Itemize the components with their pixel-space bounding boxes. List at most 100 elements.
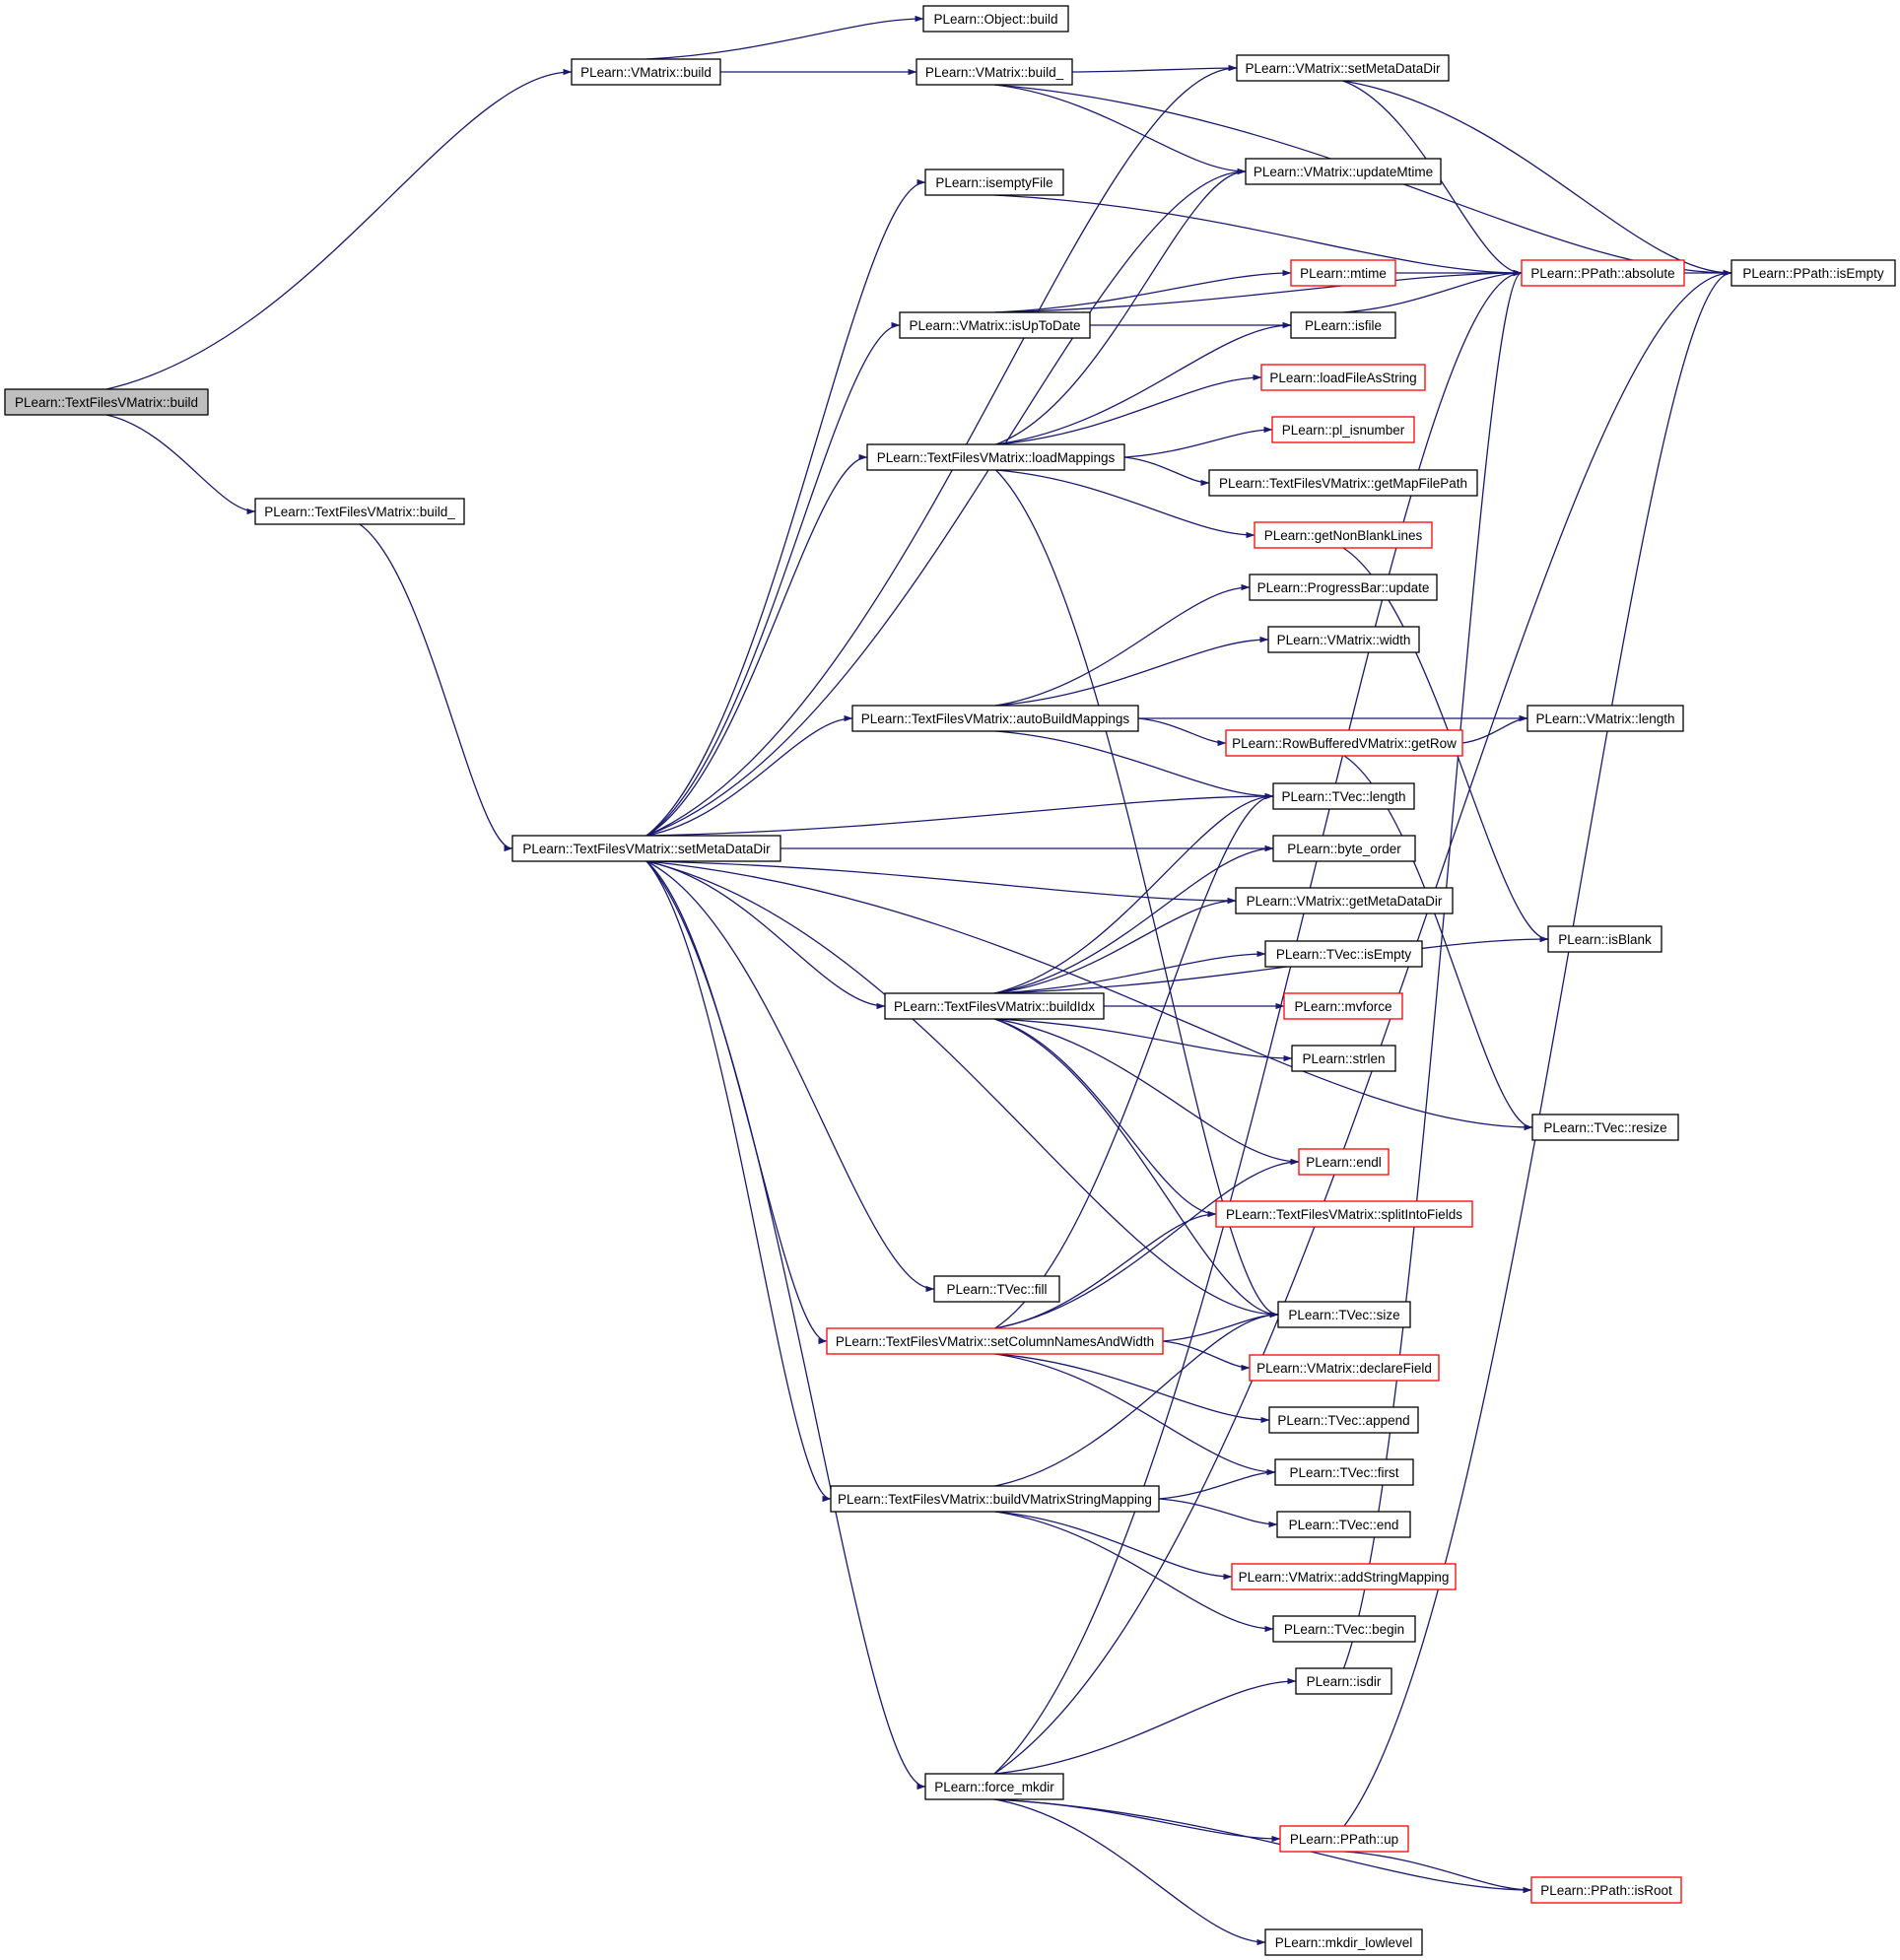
node-label: PLearn::TVec::append (1277, 1413, 1409, 1428)
edge-vm_setmeta-to-absolute (1342, 80, 1523, 277)
node-isfile[interactable]: PLearn::isfile (1290, 311, 1396, 339)
edge-tfsetmeta-to-tveclength (645, 792, 1274, 837)
node-forcemkdir[interactable]: PLearn::force_mkdir (924, 1773, 1064, 1800)
node-autobuild[interactable]: PLearn::TextFilesVMatrix::autoBuildMappi… (851, 705, 1139, 732)
node-getrow[interactable]: PLearn::RowBufferedVMatrix::getRow (1225, 729, 1463, 757)
edge-buildvmsm-to-tvecfirst (1158, 1468, 1276, 1500)
node-box (1264, 1928, 1423, 1956)
node-label: PLearn::isfile (1305, 318, 1382, 333)
edge-loadmappings-to-loadfileasstring (995, 373, 1262, 445)
node-strlen[interactable]: PLearn::strlen (1291, 1045, 1396, 1072)
edge-setcolnames-to-split (994, 1210, 1217, 1329)
edge-loadmappings-to-getnonblanklines (995, 469, 1255, 539)
edge-loadmappings-to-updatemtime (995, 168, 1247, 445)
node-getmetadatadir[interactable]: PLearn::VMatrix::getMetaDataDir (1235, 887, 1454, 914)
edge-tfsetmeta-to-tvecfill (645, 860, 935, 1293)
node-loadfileasstring[interactable]: PLearn::loadFileAsString (1260, 364, 1426, 391)
node-setcolnames[interactable]: PLearn::TextFilesVMatrix::setColumnNames… (826, 1327, 1164, 1355)
node-isuptodate[interactable]: PLearn::VMatrix::isUpToDate (899, 311, 1091, 339)
node-addstringmapping[interactable]: PLearn::VMatrix::addStringMapping (1231, 1563, 1457, 1590)
edge-tfsetmeta-to-isemptyfile (645, 178, 926, 837)
node-label: PLearn::VMatrix::declareField (1256, 1361, 1432, 1376)
node-tvecend[interactable]: PLearn::TVec::end (1276, 1511, 1411, 1538)
node-root[interactable]: PLearn::TextFilesVMatrix::build (4, 388, 209, 416)
node-label: PLearn::isBlank (1558, 932, 1652, 947)
node-pl_isnumber[interactable]: PLearn::pl_isnumber (1271, 416, 1415, 443)
node-box (1290, 259, 1396, 287)
node-declarefield[interactable]: PLearn::VMatrix::declareField (1249, 1354, 1440, 1382)
node-ppathup[interactable]: PLearn::PPath::up (1279, 1825, 1409, 1853)
node-box (1208, 469, 1478, 497)
node-buildvmsm[interactable]: PLearn::TextFilesVMatrix::buildVMatrixSt… (830, 1485, 1160, 1513)
edge-setcolnames-to-tvecfirst (994, 1353, 1276, 1476)
edge-tfsetmeta-to-loadmappings (645, 453, 868, 837)
nodes-layer: PLearn::TextFilesVMatrix::buildPLearn::V… (4, 5, 1896, 1956)
node-label: PLearn::TVec::resize (1543, 1120, 1666, 1135)
node-tveclength[interactable]: PLearn::TVec::length (1272, 782, 1415, 810)
node-progressupdate[interactable]: PLearn::ProgressBar::update (1249, 574, 1438, 601)
node-tvecisempty[interactable]: PLearn::TVec::isEmpty (1264, 940, 1423, 968)
node-label: PLearn::strlen (1302, 1051, 1385, 1066)
edge-buildvmsm-to-addstringmapping (994, 1511, 1233, 1581)
node-updatemtime[interactable]: PLearn::VMatrix::updateMtime (1245, 158, 1442, 185)
node-tvecfirst[interactable]: PLearn::TVec::first (1274, 1458, 1414, 1486)
edge-buildidx-to-split (993, 1018, 1217, 1218)
edge-vmbuild-to-objbuild (645, 15, 924, 60)
node-box (1215, 1200, 1473, 1228)
node-box (1276, 1511, 1411, 1538)
node-objbuild[interactable]: PLearn::Object::build (922, 5, 1069, 33)
node-box (1527, 705, 1684, 732)
edge-buildidx-to-getmetadatadir (993, 897, 1237, 994)
edge-loadmappings-to-tvecsize (995, 469, 1279, 1318)
node-getmapfilepath[interactable]: PLearn::TextFilesVMatrix::getMapFilePath (1208, 469, 1478, 497)
node-split[interactable]: PLearn::TextFilesVMatrix::splitIntoField… (1215, 1200, 1473, 1228)
node-vmbuild_[interactable]: PLearn::VMatrix::build_ (916, 58, 1073, 86)
edge-loadmappings-to-getmapfilepath (1123, 456, 1210, 487)
node-loadmappings[interactable]: PLearn::TextFilesVMatrix::loadMappings (866, 443, 1125, 471)
node-label: PLearn::Object::build (933, 12, 1057, 27)
node-label: PLearn::mvforce (1294, 999, 1391, 1014)
node-box (254, 498, 465, 525)
node-label: PLearn::ProgressBar::update (1257, 580, 1430, 595)
node-isemptyfile[interactable]: PLearn::isemptyFile (924, 169, 1064, 196)
node-isblank[interactable]: PLearn::isBlank (1547, 925, 1662, 953)
node-box (830, 1485, 1160, 1513)
node-mkdirlowlevel[interactable]: PLearn::mkdir_lowlevel (1264, 1928, 1423, 1956)
node-label: PLearn::mkdir_lowlevel (1275, 1935, 1413, 1950)
edge-loadmappings-to-pl_isnumber (1123, 426, 1273, 458)
node-tvecbegin[interactable]: PLearn::TVec::begin (1272, 1615, 1416, 1643)
node-label: PLearn::isemptyFile (935, 175, 1052, 190)
node-tvecsize[interactable]: PLearn::TVec::size (1277, 1301, 1411, 1328)
node-vmbuild[interactable]: PLearn::VMatrix::build (571, 58, 721, 86)
node-ppathisroot[interactable]: PLearn::PPath::isRoot (1530, 1876, 1682, 1904)
node-box (1279, 1825, 1409, 1853)
node-tfbuild_[interactable]: PLearn::TextFilesVMatrix::build_ (254, 498, 465, 525)
node-tfsetmeta[interactable]: PLearn::TextFilesVMatrix::setMetaDataDir (511, 835, 781, 862)
node-mtime[interactable]: PLearn::mtime (1290, 259, 1396, 287)
edge-ppathup-to-ppath_isempty (1343, 269, 1732, 1827)
node-byteorder[interactable]: PLearn::byte_order (1272, 835, 1416, 862)
node-vmlength[interactable]: PLearn::VMatrix::length (1527, 705, 1684, 732)
node-tvecappend[interactable]: PLearn::TVec::append (1268, 1406, 1419, 1434)
node-box (1249, 574, 1438, 601)
node-box (1272, 835, 1416, 862)
node-ppath_isempty[interactable]: PLearn::PPath::isEmpty (1730, 259, 1896, 287)
node-vmwidth[interactable]: PLearn::VMatrix::width (1267, 626, 1420, 653)
edge-isuptodate-to-absolute (994, 269, 1523, 313)
node-tvecfill[interactable]: PLearn::TVec::fill (933, 1275, 1060, 1303)
node-absolute[interactable]: PLearn::PPath::absolute (1521, 259, 1685, 287)
node-endl[interactable]: PLearn::endl (1298, 1148, 1390, 1176)
node-tvecresize[interactable]: PLearn::TVec::resize (1531, 1114, 1679, 1141)
node-getnonblanklines[interactable]: PLearn::getNonBlankLines (1254, 521, 1433, 549)
node-mvforce[interactable]: PLearn::mvforce (1283, 992, 1403, 1020)
node-label: PLearn::TextFilesVMatrix::autoBuildMappi… (861, 711, 1130, 726)
node-buildidx[interactable]: PLearn::TextFilesVMatrix::buildIdx (884, 992, 1105, 1020)
node-vm_setmeta[interactable]: PLearn::VMatrix::setMetaDataDir (1236, 54, 1450, 82)
edge-getrow-to-vmlength (1461, 714, 1528, 744)
node-label: PLearn::VMatrix::length (1535, 711, 1674, 726)
node-isdir[interactable]: PLearn::isdir (1295, 1667, 1392, 1695)
node-label: PLearn::TVec::isEmpty (1276, 947, 1412, 962)
edge-setcolnames-to-tvecappend (994, 1353, 1270, 1424)
node-box (899, 311, 1091, 339)
node-box (1235, 887, 1454, 914)
